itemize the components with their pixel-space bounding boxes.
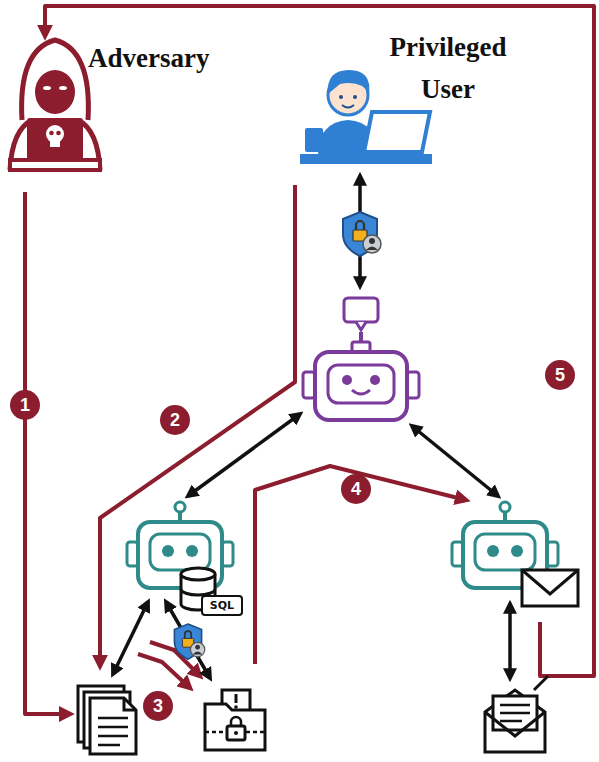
locked-folder-icon [234,705,238,709]
security-badge [174,624,204,659]
locked-folder-icon [235,694,238,703]
orchestrator-robot [342,375,352,385]
email-icon [534,676,548,690]
envelope-icon [522,570,578,606]
user-icon [300,70,432,164]
attack-path [255,466,466,664]
orchestrator-robot [356,322,366,330]
data-flow-arrow [412,426,498,496]
adversary-icon [50,140,60,147]
email-agent-robot [487,545,499,557]
locked-folder-icon [205,690,265,750]
adversary-icon [10,160,100,170]
data-flow-arrow [113,602,148,674]
adversary-icon [49,131,54,136]
data-agent-robot [175,502,185,512]
data-flow-arrow [113,176,510,678]
locked-folder-icon [205,704,265,750]
callout-number: 1 [10,390,40,420]
adversary-icon [43,86,51,90]
node-text: SQL [210,599,234,612]
adversary-icon [22,40,89,120]
actor-name: Adversary [88,38,258,78]
data-agent-robot [186,545,198,557]
database-icon [181,568,215,580]
user-icon [364,112,430,152]
user-icon [339,95,343,99]
sql-tag: SQL [201,595,243,616]
data-agent-robot [127,502,233,588]
user-icon [353,95,357,99]
callout-number: 4 [341,474,371,504]
attack-path [25,192,70,714]
orchestrator-robot [328,365,394,403]
orchestrator-robot [303,298,419,420]
adversary-icon [10,40,100,170]
callout-number: 2 [160,405,190,435]
email-agent-robot [511,545,523,557]
adversary-icon [59,86,67,90]
security-badge [343,212,381,256]
email-icon [500,705,530,721]
user-icon [342,105,354,108]
node-text: Adversary [88,38,258,78]
email-icon [485,676,548,752]
locked-folder-icon [234,731,238,735]
orchestrator-robot [344,298,378,322]
data-agent-robot [150,534,210,570]
email-icon [485,712,545,736]
documents-icon [78,686,136,754]
orchestrator-robot [352,390,370,394]
callout-number: 3 [143,691,173,721]
documents-icon [98,718,128,745]
envelope-icon [522,570,578,606]
orchestrator-robot [370,375,380,385]
user-icon [328,70,370,94]
adversary-icon [27,118,83,160]
callout-number: 5 [545,360,575,390]
attack-path [45,6,594,676]
documents-icon [124,698,136,710]
adversary-icon [10,120,100,170]
attack-path [25,6,594,714]
attack-path [100,185,295,666]
adversary-icon [35,70,75,114]
actor-name: Privileged User [368,26,528,110]
user-icon [305,128,323,152]
data-flow-arrow [188,414,300,496]
node-text: Privileged User [368,26,528,110]
user-icon [323,133,328,147]
data-agent-robot [162,545,174,557]
user-icon [300,154,432,164]
email-agent-robot [475,534,535,570]
data-flow-arrow [508,604,512,678]
adversary-icon [56,131,61,136]
envelope-icon [522,570,578,594]
orchestrator-robot [315,352,407,420]
documents-icon [90,698,136,754]
locked-folder-icon [227,726,245,740]
email-icon [485,690,545,752]
email-agent-robot [500,502,510,512]
